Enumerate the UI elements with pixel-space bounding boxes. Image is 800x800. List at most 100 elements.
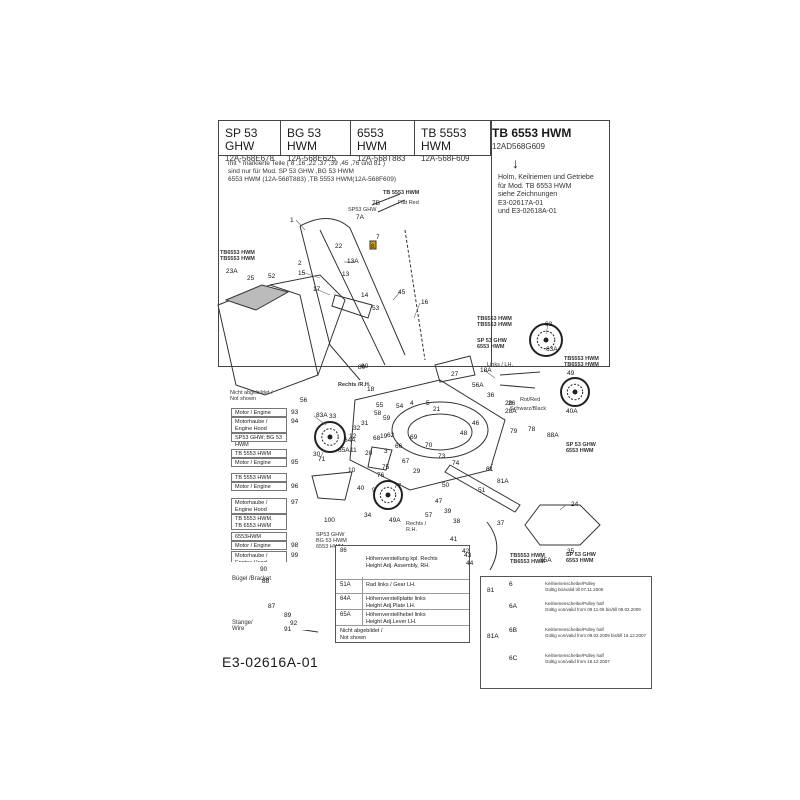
part-number-81a: 81A <box>497 478 509 485</box>
part-number-20: 20 <box>365 450 373 457</box>
axle-shape <box>499 371 541 389</box>
parts-table-divider <box>336 609 469 610</box>
engine-box-label: TB 5553 HWM <box>235 451 272 457</box>
model-code: 12A-568F609 <box>421 154 470 163</box>
flap-shape <box>311 471 353 501</box>
part-number-42: 42 <box>462 548 470 555</box>
pulley-note: Keilriemenscheibe/Pulley half Gültig von… <box>545 627 647 638</box>
part-number-66: 66 <box>395 443 403 450</box>
wheel-tread-shape <box>379 486 397 504</box>
part-number-22: 22 <box>335 243 343 250</box>
pulley-part-number: 6B <box>509 627 517 634</box>
part-number-51: 51 <box>478 487 486 494</box>
label-sp-box-bottom2: SP 53 GHW 6553 HWM <box>566 552 596 564</box>
header-divider <box>219 155 491 156</box>
part-number-38: 38 <box>453 518 461 525</box>
part-number-100: 100 <box>324 517 335 524</box>
engine-box: Motor / Engine <box>231 482 287 491</box>
right-model-code: 12AD568G609 <box>492 142 545 151</box>
wheel-hub-shape <box>572 389 578 395</box>
part-number-70: 70 <box>425 442 433 449</box>
pulley-note: Keilriemenscheibe/Pulley half Gültig von… <box>545 653 610 664</box>
wheel-hub-shape <box>543 337 549 343</box>
bracket-inset: Bügel /Bracket Stange/ Wire <box>230 562 328 632</box>
part-number-43: 43 <box>464 552 472 559</box>
model-name: SP 53 GHW <box>225 126 258 153</box>
drawing-number: E3-02616A-01 <box>222 654 319 670</box>
part-number-40: 40 <box>357 485 365 492</box>
part-number-56a: 56A <box>472 382 484 389</box>
pulley-part-number: 6A <box>509 603 517 610</box>
part-number-35a: 35A <box>540 557 552 564</box>
engine-box-label: Motor / Engine <box>235 410 271 416</box>
part-number-8: 8 <box>371 243 375 250</box>
part-number-26: 26 <box>508 400 516 407</box>
part-number-13: 13 <box>342 271 350 278</box>
part-number-11: 11 <box>350 447 357 454</box>
parts-table-divider <box>336 579 469 580</box>
deck-shape <box>349 379 506 491</box>
part-number-17: 17 <box>313 286 321 293</box>
throttle-shape <box>331 294 373 319</box>
pulley-note: Keilriemenscheibe/Pulley half Gültig von… <box>545 601 641 612</box>
parts-table-text: Höhenverstellhebel links Height Adj.Leve… <box>366 612 426 625</box>
part-number-34: 34 <box>364 512 372 519</box>
part-number-21: 21 <box>433 406 441 413</box>
cable-shape <box>404 229 426 361</box>
leader-line <box>559 504 567 511</box>
bracket-part-number: 89 <box>284 612 292 619</box>
part-number-25: 25 <box>247 275 255 282</box>
engine-box: Motor / Engine <box>231 541 287 550</box>
model-name: TB 5553 HWM <box>421 126 467 153</box>
model-name: 6553 HWM <box>357 126 387 153</box>
label-tb-box-bottom: TB5553 HWM TB6553 HWM <box>510 553 545 565</box>
part-number-3: 3 <box>384 448 388 455</box>
model-code: 12A-568E678 <box>225 154 274 163</box>
gear-cover-shape <box>524 504 601 546</box>
part-number-63a: 63A <box>546 346 558 353</box>
label-tb-box-right: TB5553 HWM TB6553 HWM <box>564 356 599 368</box>
engine-box: Motorhaube / Engine Hood <box>231 498 287 514</box>
part-number-27: 27 <box>451 371 459 378</box>
parts-table-text: Höhenverstellung kpl. Rechts Height Adj.… <box>366 556 438 569</box>
wheel-tread-shape <box>321 428 339 446</box>
part-number-9: 9 <box>372 487 376 494</box>
engine-box-number: 97 <box>291 499 299 506</box>
label-sp53ghw: SP53 GHW <box>348 207 377 213</box>
part-number-2: 2 <box>298 260 302 267</box>
parts-table-number: 64A <box>340 596 351 602</box>
parts-table-number: 86 <box>340 548 347 554</box>
header-vertical-divider <box>491 121 492 366</box>
engine-box-label: TB 5553 HWM <box>235 475 272 481</box>
part-number-16: 16 <box>421 299 429 306</box>
leader-line <box>315 288 331 296</box>
part-number-19: 19 <box>380 433 388 440</box>
label-rechts-rh: Rechts /R.H. <box>338 382 371 388</box>
part-number-54: 54 <box>396 403 404 410</box>
side-cover-shape <box>367 446 393 471</box>
part-number-74: 74 <box>452 460 460 467</box>
label-sp53-right: SP 53 GHW 6553 HWM <box>477 338 507 350</box>
part-number-35: 35 <box>567 548 575 555</box>
part-number-18: 18 <box>367 386 375 393</box>
label-tb6553-right: TB6553 HWM TB5553 HWM <box>477 316 512 328</box>
leader-line <box>487 463 494 470</box>
part-number-12: 12 <box>349 433 357 440</box>
part-number-57: 57 <box>425 512 433 519</box>
wheel-hub-shape <box>327 434 333 440</box>
engine-box-label: Motor / Engine <box>235 484 271 490</box>
part-number-61: 61 <box>486 466 494 473</box>
leader-line <box>413 302 421 319</box>
leader-line <box>545 323 549 335</box>
leader-line <box>301 271 321 279</box>
pulley-part-number: 81 <box>487 587 495 594</box>
part-number-40a: 40A <box>566 408 578 415</box>
label-nicht-abgebildet: Nicht abgebildet / Not shown <box>230 390 273 402</box>
pulley-part-number: 6C <box>509 655 518 662</box>
blade-shape <box>444 464 521 513</box>
label-flat-red: Flat Red <box>398 200 419 206</box>
part-number-65a: 65A <box>338 447 350 454</box>
bracket-part-number: 92 <box>290 620 298 627</box>
header-col-6553: 6553 HWM 12A-568T883 <box>351 121 415 163</box>
